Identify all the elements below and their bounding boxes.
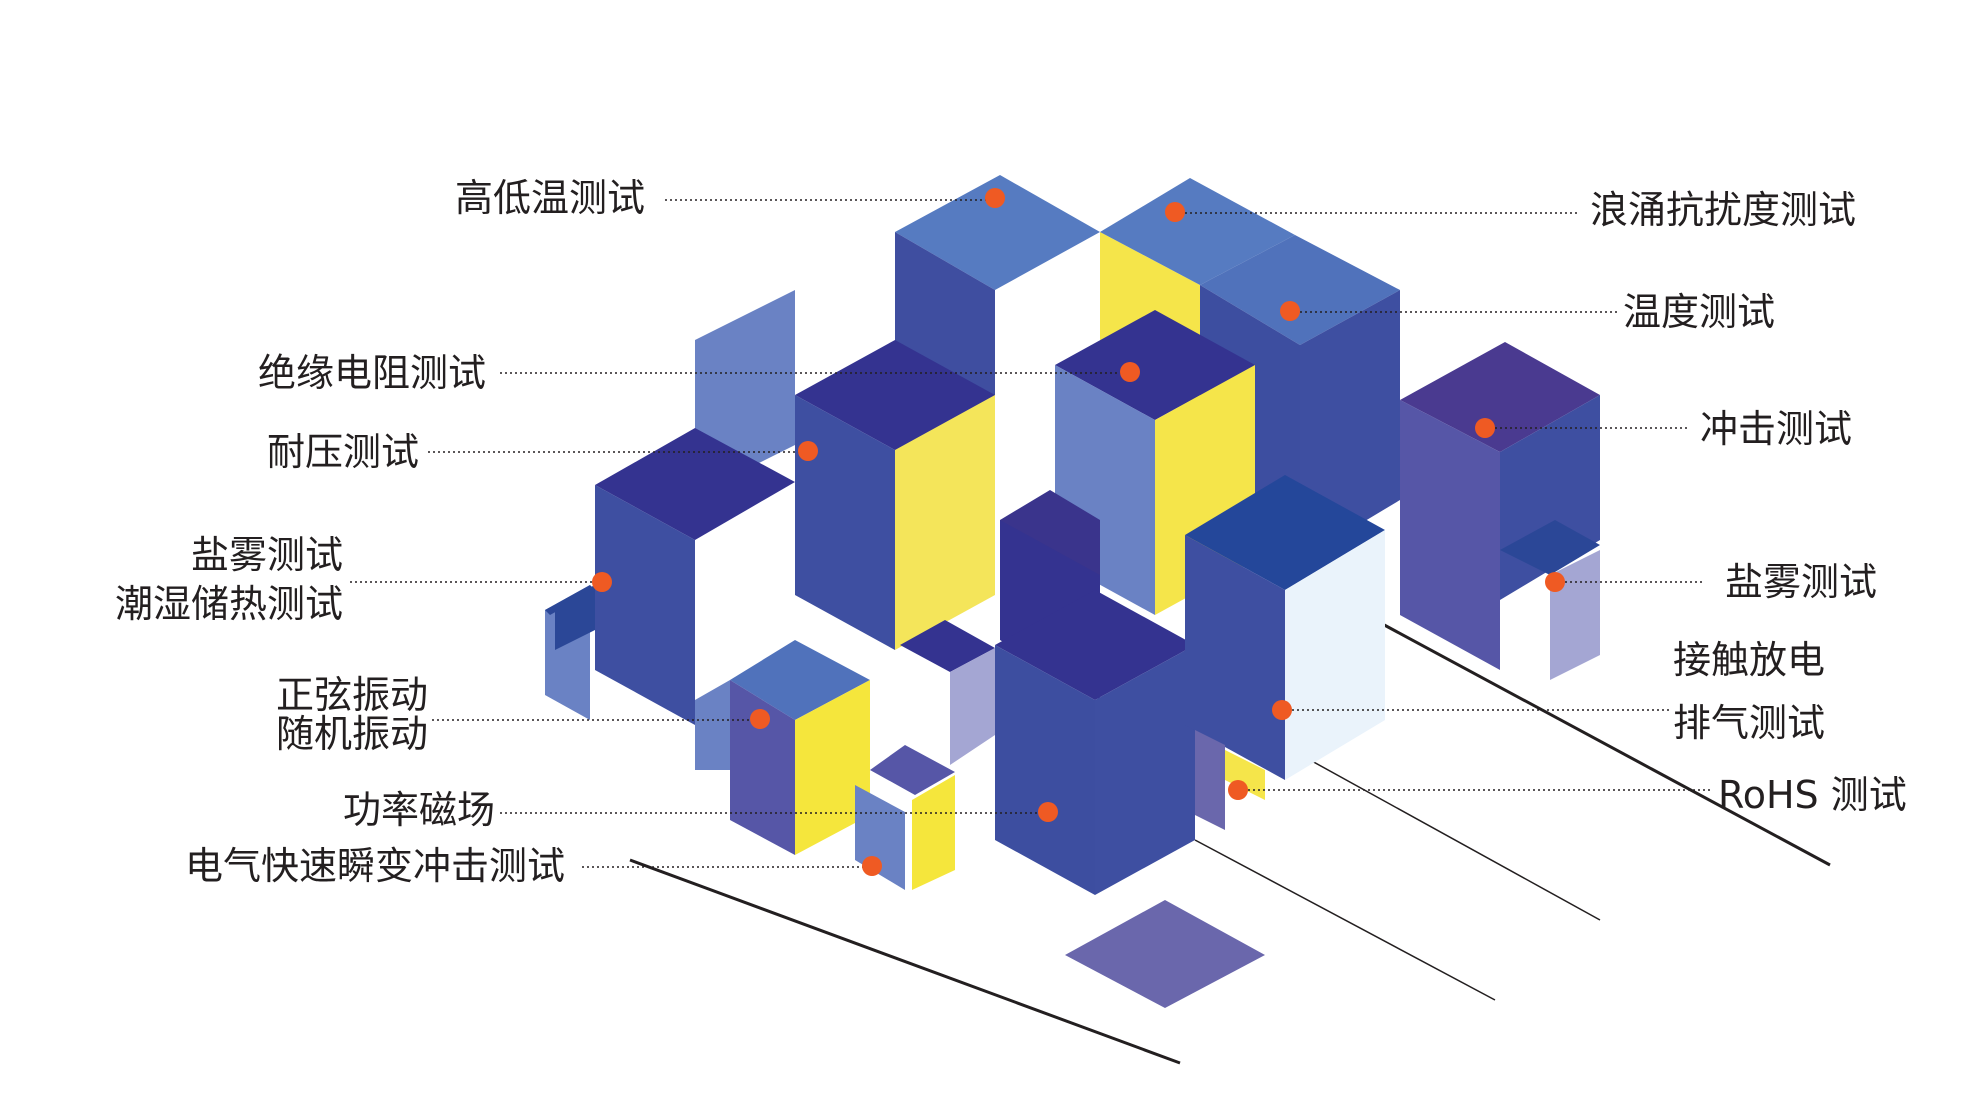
block-face-top (595, 428, 795, 540)
block-withstand-voltage (795, 340, 995, 650)
block-face-pale (1285, 530, 1385, 780)
label-impact: 冲击测试 (1700, 407, 1853, 451)
dot-surge (1165, 202, 1185, 222)
block-face-right (1095, 645, 1195, 895)
floor-line-2 (1194, 839, 1496, 1001)
dot-rohs (1228, 780, 1248, 800)
label-eft-burst: 电气快速瞬变冲击测试 (185, 844, 566, 888)
block-small-strip (695, 680, 730, 770)
floor-line-3 (1309, 759, 1601, 921)
label-high-low-temp: 高低温测试 (455, 176, 646, 220)
block-face-left (855, 785, 905, 890)
label-random-vibration: 随机振动 (275, 712, 428, 756)
label-salt-spray-left: 盐雾测试 (190, 533, 343, 577)
label-power-magnetic: 功率磁场 (343, 788, 496, 832)
dot-temperature (1280, 301, 1300, 321)
dot-eft (862, 856, 882, 876)
block-face-top (870, 745, 955, 795)
block-salt-spray-left (545, 428, 795, 725)
label-withstand-voltage: 耐压测试 (267, 430, 420, 474)
dot-withstand (798, 441, 818, 461)
dot-vibration (750, 709, 770, 729)
label-temperature: 温度测试 (1623, 290, 1776, 334)
block-face-left (1400, 400, 1500, 670)
leader-lines (350, 199, 1710, 868)
marker-dots (592, 188, 1565, 876)
block-face-top (1185, 475, 1385, 590)
block-small-blue (555, 585, 595, 650)
block-face-top (1400, 342, 1600, 452)
dot-power-magnetic (1038, 802, 1058, 822)
label-surge-immunity: 浪涌抗扰度测试 (1590, 188, 1857, 232)
dot-high-low-temp (985, 188, 1005, 208)
block-inner-top (1500, 520, 1600, 575)
block-face-yellow (795, 680, 870, 855)
block-face-left (795, 395, 895, 650)
block-power-magnetic (995, 590, 1195, 895)
floor-line-1 (629, 858, 1181, 1065)
dot-exhaust (1272, 700, 1292, 720)
block-face-left (730, 680, 795, 855)
dot-impact (1475, 418, 1495, 438)
block-face-left (595, 485, 695, 725)
block-face-top (900, 620, 995, 672)
block-vibration (695, 640, 870, 855)
block-face-top (730, 640, 870, 720)
dot-salt-left (592, 572, 612, 592)
block-face-top (895, 175, 1100, 290)
dot-salt-right (1545, 572, 1565, 592)
label-damp-heat-storage: 潮湿储热测试 (114, 582, 343, 626)
label-salt-spray-right: 盐雾测试 (1725, 560, 1878, 604)
block-face-lav-small (1195, 730, 1225, 830)
label-contact-discharge: 接触放电 (1673, 638, 1826, 682)
floor-tile (1065, 900, 1265, 1008)
block-face-yellow (895, 395, 995, 650)
block-face-left (1185, 535, 1285, 780)
block-face-right (1300, 290, 1400, 560)
block-connector (900, 620, 995, 765)
dot-insulation (1120, 362, 1140, 382)
block-face-yellow (912, 775, 955, 890)
label-exhaust: 排气测试 (1673, 701, 1826, 745)
block-face-top (1100, 178, 1295, 285)
label-sine-vibration: 正弦振动 (275, 673, 428, 717)
label-rohs: RoHS 测试 (1718, 773, 1907, 817)
block-face-yellow-small (1225, 750, 1265, 800)
floor-line-4 (1374, 618, 1831, 867)
block-face-lav (950, 648, 995, 765)
floor-lines (629, 618, 1831, 1065)
block-impact (1400, 342, 1600, 670)
block-face-left (995, 645, 1095, 895)
block-exhaust (1185, 475, 1385, 830)
label-insulation-resistance: 绝缘电阻测试 (258, 351, 487, 395)
